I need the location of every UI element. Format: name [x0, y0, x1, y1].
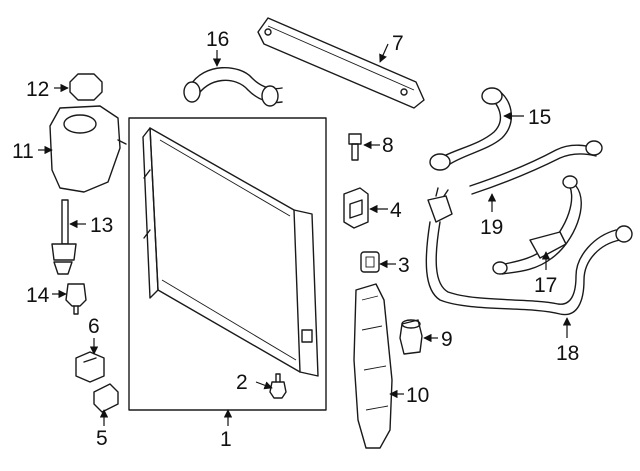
mount-part-5 — [93, 383, 119, 413]
callout-17: 17 — [534, 274, 557, 297]
hose-part-17 — [492, 175, 582, 275]
switch-part-14 — [65, 283, 87, 315]
clamp-part-4 — [343, 187, 369, 229]
level-sensor-part-13 — [51, 199, 77, 275]
callout-9: 9 — [441, 328, 453, 351]
air-duct-part-10 — [353, 283, 393, 449]
callout-11: 11 — [12, 140, 34, 163]
mount-part-6 — [75, 351, 105, 383]
leader-lines — [38, 43, 572, 426]
callout-19: 19 — [480, 216, 503, 239]
callout-5: 5 — [96, 427, 108, 450]
bolt-part-8 — [348, 133, 362, 161]
radiator-core — [142, 127, 319, 377]
hose-part-19 — [469, 140, 603, 195]
callout-7: 7 — [392, 32, 404, 55]
leader-7 — [379, 43, 389, 63]
callout-15: 15 — [528, 106, 551, 129]
callout-13: 13 — [90, 214, 113, 237]
hose-part-16 — [183, 67, 283, 107]
hose-part-18 — [425, 187, 633, 316]
callout-14: 14 — [26, 284, 50, 307]
callout-labels: 1 2 3 4 5 6 7 8 9 10 11 12 13 14 15 16 1… — [12, 28, 579, 451]
callout-16: 16 — [206, 28, 229, 51]
expansion-tank-part-11 — [49, 105, 127, 193]
bolt-part-2 — [269, 373, 287, 399]
callout-2: 2 — [236, 371, 248, 394]
leader-2 — [255, 381, 273, 390]
callout-4: 4 — [390, 199, 402, 222]
sensor-part-9 — [399, 319, 423, 355]
hose-part-15 — [429, 87, 512, 171]
callout-3: 3 — [398, 254, 410, 277]
support-bar-part-7 — [257, 17, 425, 109]
callout-10: 10 — [406, 384, 429, 407]
cap-part-12 — [69, 73, 103, 101]
callout-1: 1 — [220, 428, 232, 451]
callout-12: 12 — [26, 78, 49, 101]
callout-6: 6 — [88, 315, 100, 338]
callout-8: 8 — [382, 134, 394, 157]
bracket-part-3 — [360, 251, 380, 273]
callout-18: 18 — [556, 342, 579, 365]
